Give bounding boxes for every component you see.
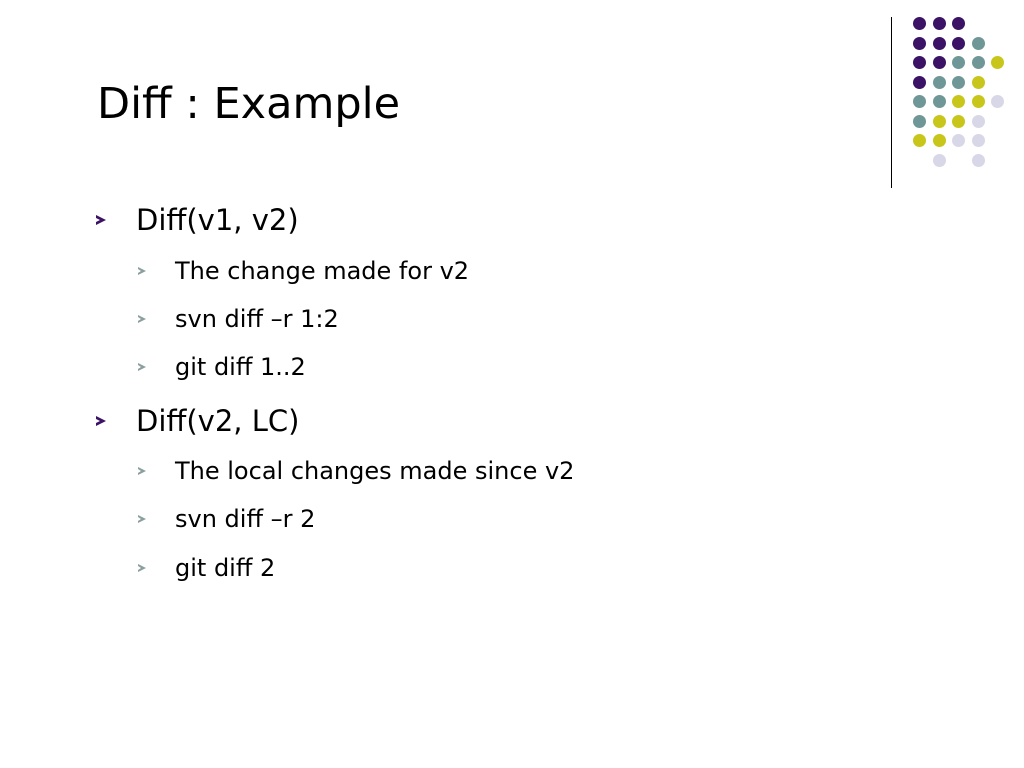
- decorative-dot: [971, 56, 985, 69]
- decorative-dot: [932, 36, 946, 50]
- decorative-dot: [991, 95, 1004, 108]
- bullet-text: The change made for v2: [175, 257, 470, 285]
- arrow-bullet-icon: [138, 267, 146, 275]
- decorative-dot: [932, 75, 946, 89]
- decorative-dot: [932, 17, 946, 30]
- decorative-dot-grid: [0, 0, 1024, 200]
- bullet-text: The local changes made since v2: [175, 457, 575, 485]
- decorative-dot: [952, 17, 965, 30]
- decorative-dot: [971, 134, 985, 147]
- decorative-dot: [971, 36, 985, 50]
- decorative-dot: [913, 114, 926, 128]
- title-divider-line: [891, 17, 892, 188]
- decorative-dot: [991, 56, 1004, 69]
- decorative-dot: [913, 75, 926, 89]
- arrow-bullet-icon: [96, 215, 106, 225]
- decorative-dot: [952, 56, 965, 69]
- decorative-dot: [932, 95, 946, 108]
- bullet-level2: The change made for v2: [138, 256, 469, 286]
- bullet-level1: Diff(v2, LC): [96, 403, 299, 439]
- decorative-dot: [971, 153, 985, 167]
- decorative-dot: [952, 114, 965, 128]
- bullet-text: Diff(v2, LC): [136, 404, 300, 438]
- bullet-text: svn diff –r 1:2: [175, 305, 339, 333]
- decorative-dot: [913, 17, 926, 30]
- decorative-dot: [971, 114, 985, 128]
- decorative-dot: [952, 95, 965, 108]
- bullet-level2: git diff 2: [138, 553, 275, 583]
- bullet-text: Diff(v1, v2): [136, 203, 299, 237]
- decorative-dot: [913, 56, 926, 69]
- decorative-dot: [952, 75, 965, 89]
- bullet-level2: svn diff –r 1:2: [138, 304, 339, 334]
- bullet-level1: Diff(v1, v2): [96, 202, 299, 238]
- arrow-bullet-icon: [138, 315, 146, 323]
- decorative-dot: [913, 134, 926, 147]
- slide-title: Diff : Example: [97, 79, 401, 129]
- decorative-dot: [932, 56, 946, 69]
- bullet-text: git diff 2: [175, 554, 276, 582]
- decorative-dot: [932, 153, 946, 167]
- decorative-dot: [971, 75, 985, 89]
- arrow-bullet-icon: [138, 363, 146, 371]
- decorative-dot: [913, 95, 926, 108]
- bullet-level2: git diff 1..2: [138, 352, 306, 382]
- bullet-level2: The local changes made since v2: [138, 456, 574, 486]
- decorative-dot: [971, 95, 985, 108]
- arrow-bullet-icon: [138, 467, 146, 475]
- decorative-dot: [913, 36, 926, 50]
- arrow-bullet-icon: [138, 564, 146, 572]
- bullet-level2: svn diff –r 2: [138, 504, 315, 534]
- decorative-dot: [932, 114, 946, 128]
- decorative-dot: [952, 36, 965, 50]
- decorative-dot: [952, 134, 965, 147]
- arrow-bullet-icon: [96, 416, 106, 426]
- bullet-text: svn diff –r 2: [175, 505, 316, 533]
- decorative-dot: [932, 134, 946, 147]
- arrow-bullet-icon: [138, 515, 146, 523]
- bullet-text: git diff 1..2: [175, 353, 306, 381]
